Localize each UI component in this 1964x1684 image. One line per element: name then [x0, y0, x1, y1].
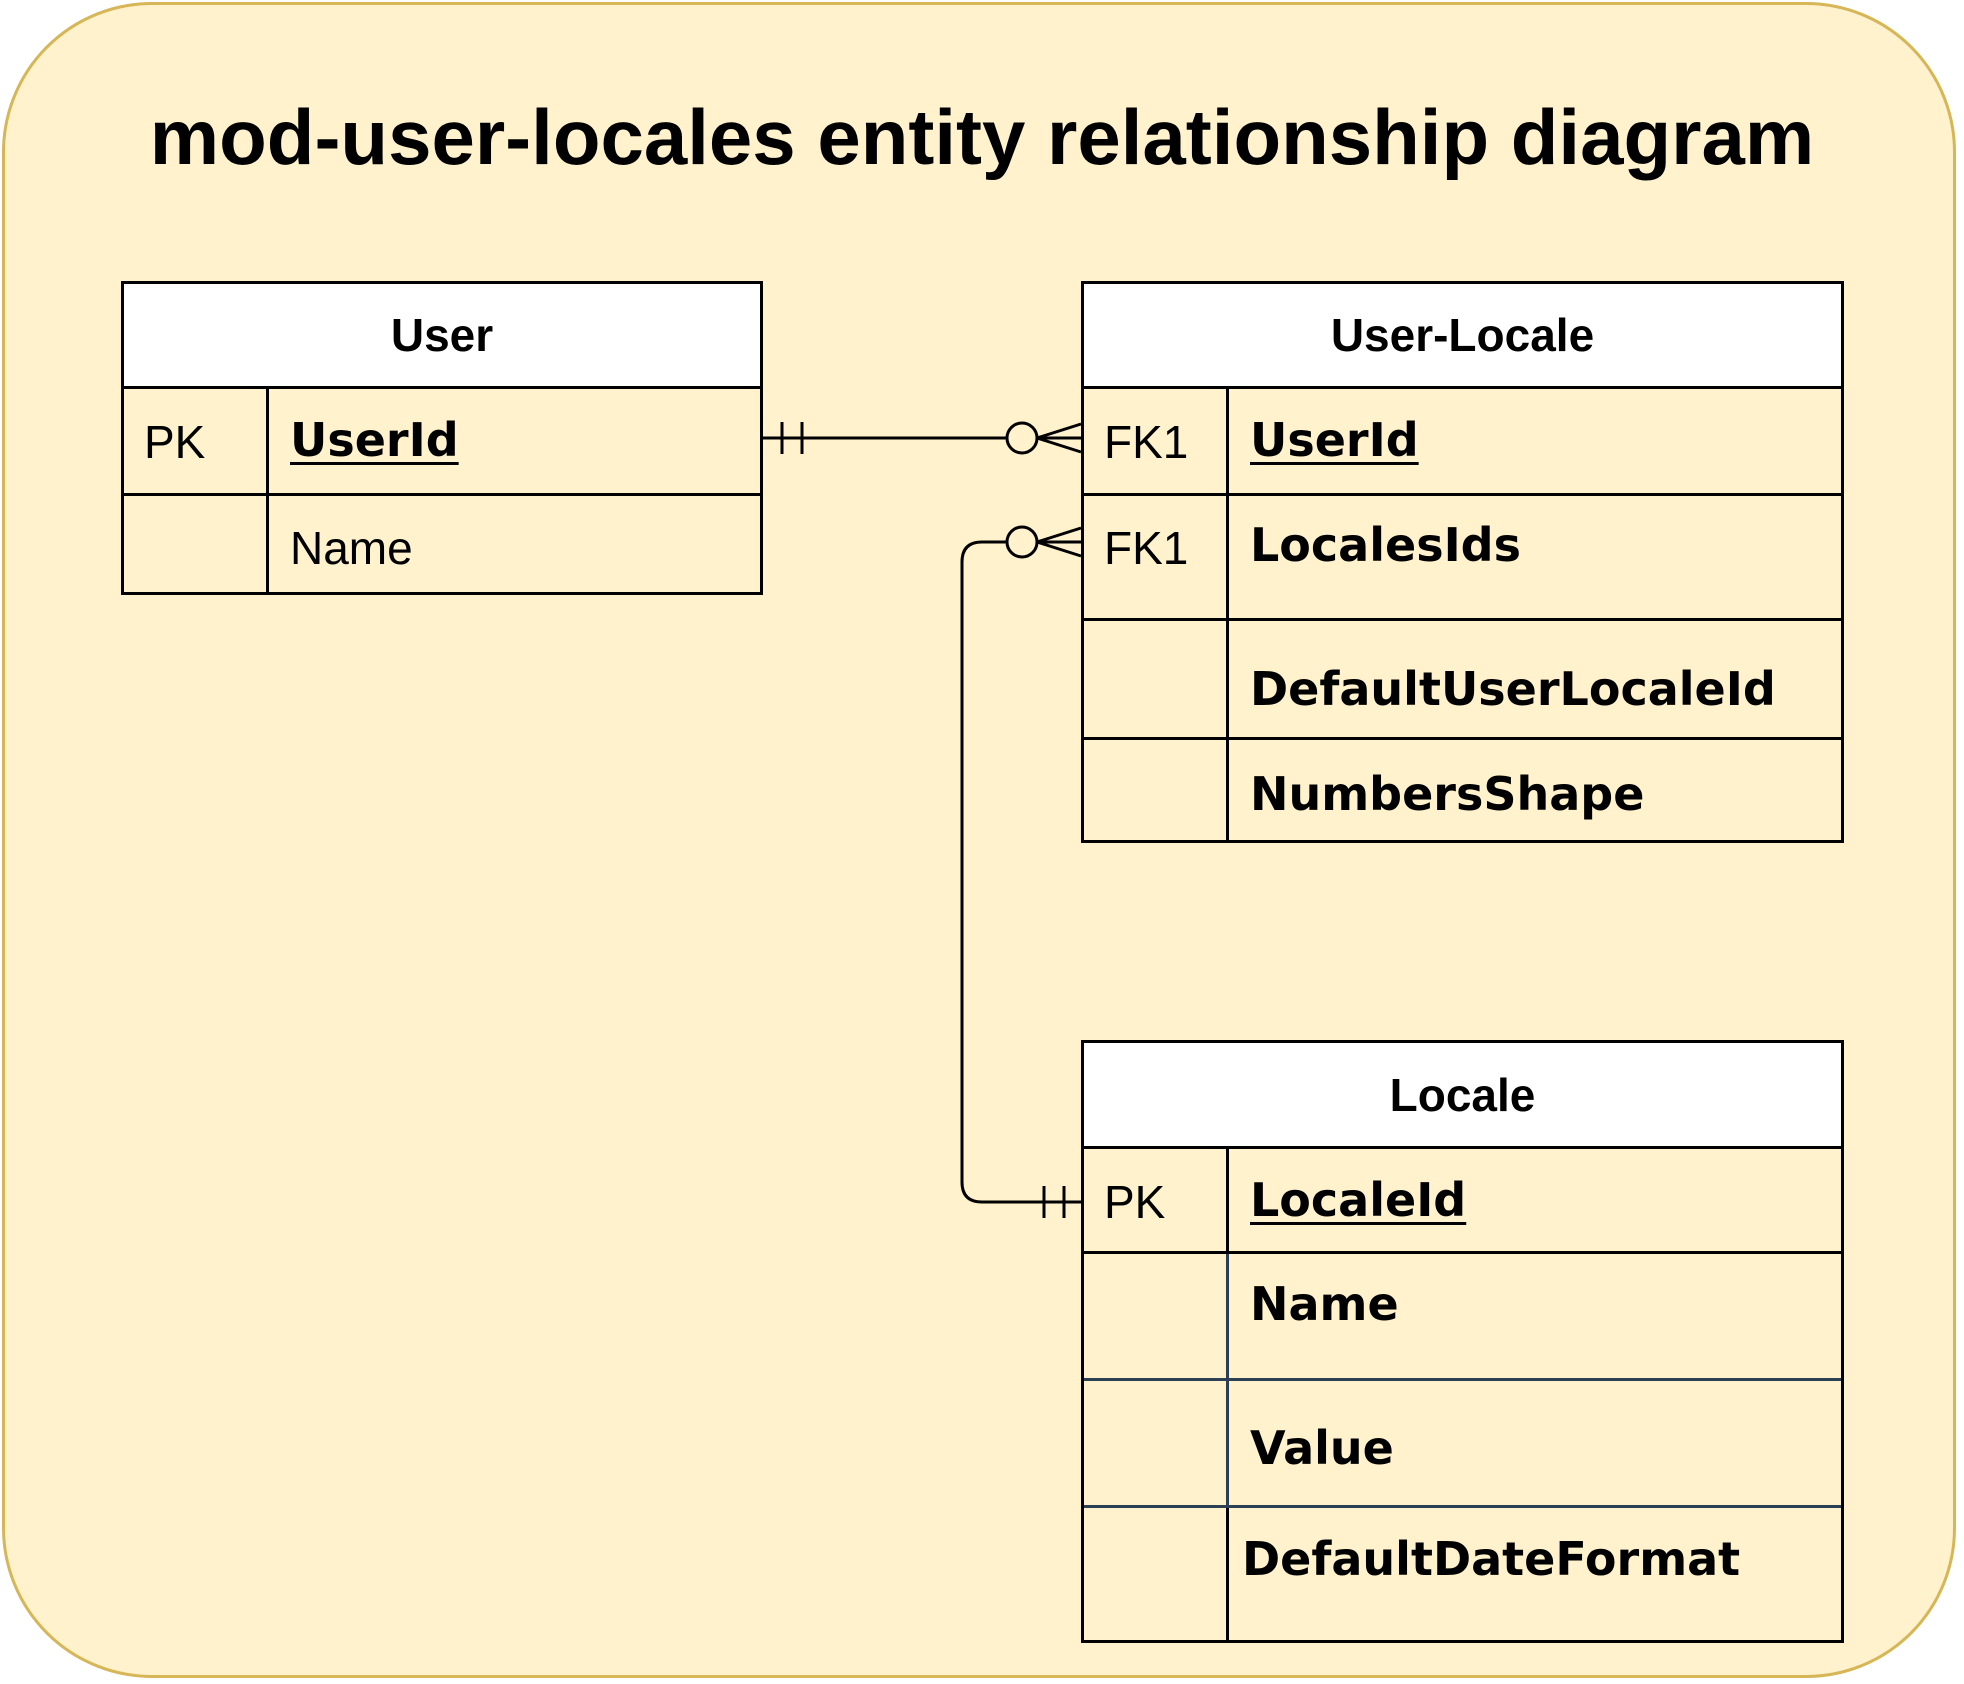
entity-user-locale-header: User-Locale — [1084, 284, 1841, 389]
column-divider — [1226, 740, 1229, 843]
column-divider — [1226, 1149, 1229, 1251]
crow-foot — [1036, 540, 1082, 558]
column-divider — [1226, 1381, 1229, 1505]
column-divider — [1226, 496, 1229, 618]
attribute-name: UserId — [290, 413, 459, 467]
crow-foot — [1036, 422, 1082, 440]
column-divider — [266, 389, 269, 493]
entity-locale-row-value[interactable]: Value — [1084, 1378, 1841, 1505]
key-label: PK — [1104, 1176, 1166, 1228]
zero-circle — [1005, 421, 1039, 455]
crow-foot — [1036, 526, 1082, 544]
column-divider — [1226, 621, 1229, 737]
attribute-name: Name — [290, 522, 413, 574]
attribute-name: DefaultDateFormat — [1242, 1532, 1741, 1586]
entity-user-locale-row-defaultuserlocaleid[interactable]: DefaultUserLocaleId — [1084, 618, 1841, 737]
attribute-name: LocalesIds — [1250, 518, 1521, 572]
entity-user[interactable]: User PK UserId Name — [121, 281, 763, 595]
zero-circle — [1005, 525, 1039, 559]
relationship-user-userlocale[interactable] — [763, 421, 1082, 455]
attribute-name: Value — [1250, 1421, 1394, 1475]
attribute-name: Name — [1250, 1277, 1399, 1331]
entity-user-header: User — [124, 284, 760, 389]
crow-foot — [1036, 436, 1082, 454]
diagram-title: mod-user-locales entity relationship dia… — [149, 93, 1815, 181]
entity-user-row-name[interactable]: Name — [124, 493, 760, 595]
column-divider — [266, 496, 269, 595]
entity-user-locale-row-userid[interactable]: FK1 UserId — [1084, 389, 1841, 493]
attribute-name: LocaleId — [1250, 1173, 1467, 1227]
connector-line — [960, 540, 1081, 1204]
entity-locale-row-defaultdateformat[interactable]: DefaultDateFormat — [1084, 1505, 1841, 1643]
entity-user-locale-row-localesids[interactable]: FK1 LocalesIds — [1084, 493, 1841, 618]
entity-locale-row-localeid[interactable]: PK LocaleId — [1084, 1149, 1841, 1251]
entity-locale[interactable]: Locale PK LocaleId Name Value DefaultDat… — [1081, 1040, 1844, 1643]
entity-user-row-userid[interactable]: PK UserId — [124, 389, 760, 493]
column-divider — [1226, 389, 1229, 493]
relationship-locale-userlocale[interactable] — [960, 525, 1082, 1218]
key-label: PK — [144, 416, 206, 468]
attribute-name: UserId — [1250, 413, 1419, 467]
attribute-name: NumbersShape — [1250, 767, 1645, 821]
column-divider — [1226, 1508, 1229, 1643]
entity-locale-header: Locale — [1084, 1043, 1841, 1149]
key-label: FK1 — [1104, 416, 1189, 468]
entity-user-locale[interactable]: User-Locale FK1 UserId FK1 LocalesIds De… — [1081, 281, 1844, 843]
column-divider — [1226, 1254, 1229, 1378]
entity-user-locale-row-numbersshape[interactable]: NumbersShape — [1084, 737, 1841, 843]
attribute-name: DefaultUserLocaleId — [1250, 662, 1776, 716]
entity-locale-row-name[interactable]: Name — [1084, 1251, 1841, 1378]
key-label: FK1 — [1104, 522, 1189, 574]
